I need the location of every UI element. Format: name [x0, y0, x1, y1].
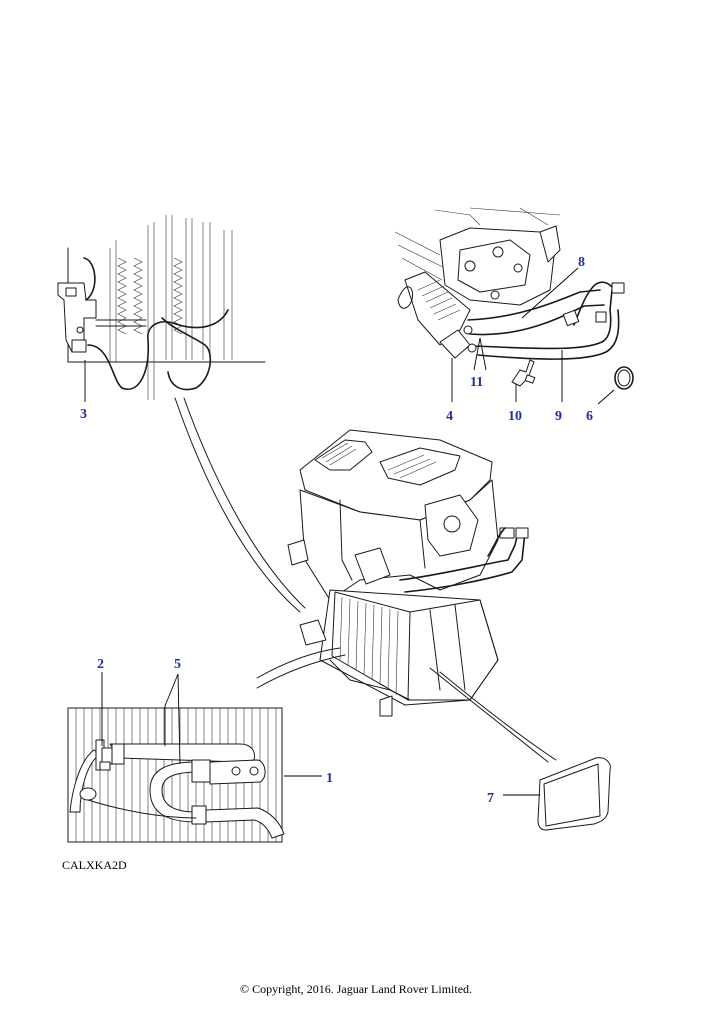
copyright-notice: © Copyright, 2016. Jaguar Land Rover Lim…: [240, 982, 472, 996]
reference-code: CALXKA2D: [62, 858, 127, 872]
callout-10: 10: [508, 409, 522, 424]
callout-8: 8: [578, 255, 585, 270]
cabin-filter: 7: [487, 757, 611, 831]
hvac-assembly: [287, 429, 529, 717]
callout-5: 5: [174, 657, 181, 672]
inset-evaporator-corner: 3: [57, 215, 266, 422]
callout-4: 4: [446, 409, 453, 424]
callout-9: 9: [555, 409, 562, 424]
callout-3: 3: [80, 407, 87, 422]
inset-heater-pipes: 8 11 4 10 9 6: [394, 207, 634, 424]
callout-2: 2: [97, 657, 104, 672]
callout-11: 11: [470, 375, 483, 390]
callout-1: 1: [326, 771, 333, 786]
callout-6: 6: [586, 409, 593, 424]
detail-leader: [174, 397, 301, 613]
callout-7: 7: [487, 791, 494, 806]
inset-evaporator-core: 2 5 1: [67, 657, 333, 843]
